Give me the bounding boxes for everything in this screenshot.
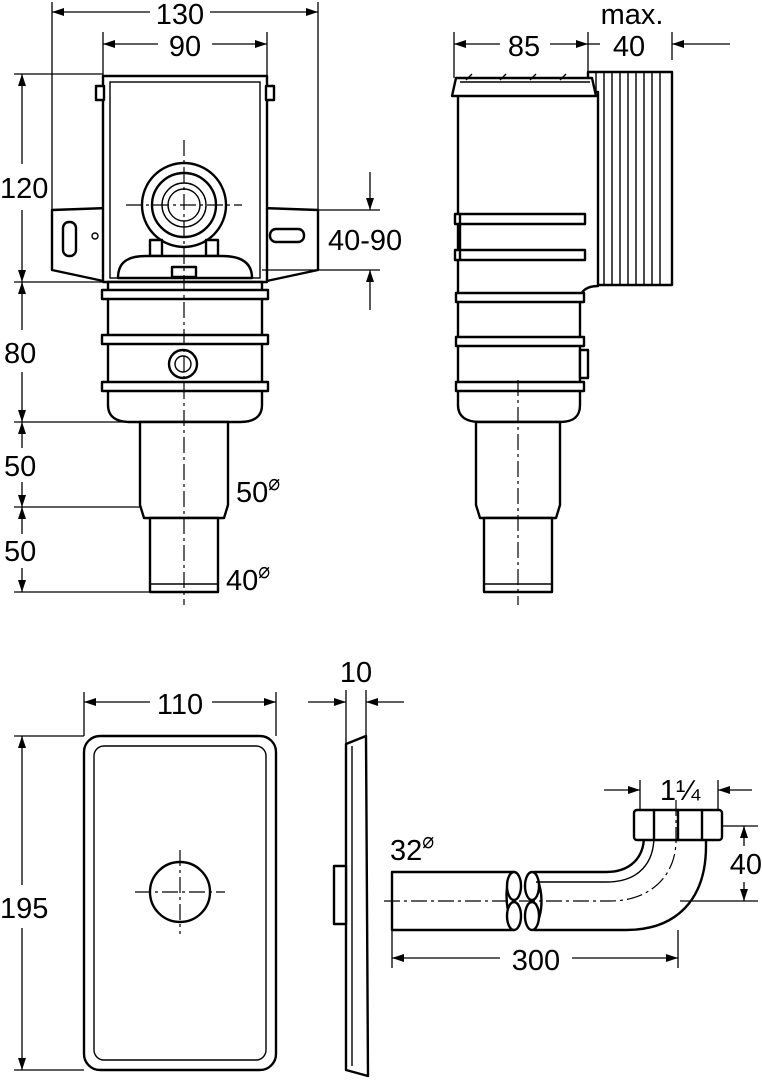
- diameter-symbol-icon: ⌀: [422, 828, 434, 853]
- diameter-symbol-icon: ⌀: [268, 470, 280, 495]
- side-view-siphon: [450, 70, 674, 605]
- pipe-dimensions: 32⌀ 300 1¼ 40: [390, 775, 762, 977]
- dimension-spigot1-diameter-value: 50: [236, 477, 268, 509]
- dimension-spigot1-height: 50: [4, 451, 36, 483]
- dimension-side-max-value: 40: [613, 31, 645, 63]
- drain-plug-icon: [167, 348, 199, 380]
- diameter-symbol-icon: ⌀: [258, 558, 270, 583]
- front-view-dimensions: 130 90 120 80 50 50 40-90: [0, 0, 402, 597]
- dimension-side-max-label: max.: [601, 0, 664, 31]
- side-view-dimensions: 85 max. 40: [453, 0, 730, 78]
- dimension-cover-height: 195: [0, 893, 48, 925]
- dimension-spigot2-diameter-value: 40: [226, 565, 258, 597]
- dimension-pipe-thread: 1¼: [660, 775, 701, 807]
- dimension-cover-thickness: 10: [340, 657, 372, 689]
- cover-side-profile: [332, 734, 370, 1078]
- dimension-pipe-length: 300: [512, 945, 560, 977]
- dimension-spigot2-height: 50: [4, 536, 36, 568]
- dimension-spigot1-diameter: 50⌀: [236, 470, 280, 509]
- front-view-siphon: [50, 74, 320, 605]
- threaded-extension: [586, 70, 674, 287]
- dimension-body-height: 80: [4, 338, 36, 370]
- dimension-wall-range: 40-90: [328, 225, 402, 257]
- dimension-pipe-diameter: 32⌀: [390, 828, 434, 867]
- siphon-body: [100, 280, 270, 424]
- dimension-cover-width: 110: [157, 689, 203, 721]
- dimension-box-inner-width: 90: [169, 31, 201, 63]
- cover-plate: [82, 734, 278, 1072]
- dimension-pipe-rise: 40: [730, 849, 762, 881]
- siphon-box: [94, 74, 276, 284]
- dimension-side-depth: 85: [508, 31, 540, 63]
- drain-pipe: [384, 800, 724, 932]
- dimension-box-height: 120: [0, 173, 48, 205]
- cover-dimensions: 110 195: [0, 689, 277, 1071]
- dimension-box-total-width: 130: [156, 0, 204, 31]
- dimension-spigot2-diameter: 40⌀: [226, 558, 270, 597]
- dimension-pipe-diameter-value: 32: [390, 835, 422, 867]
- cover-thickness-dimension: 10: [308, 657, 404, 744]
